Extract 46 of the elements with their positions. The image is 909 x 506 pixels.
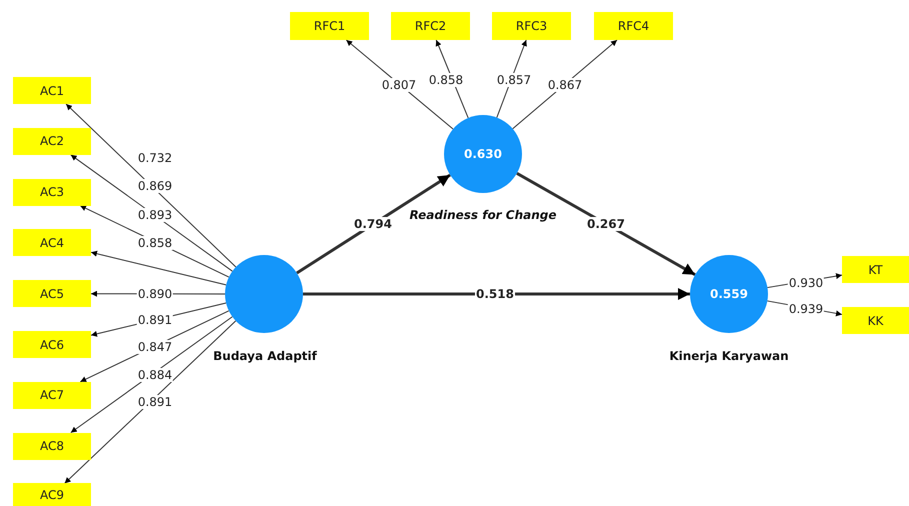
edge-label: 0.857 xyxy=(496,73,532,87)
indicator-box: KT xyxy=(842,256,909,283)
arrow xyxy=(70,154,233,272)
indicator-box: AC8 xyxy=(13,432,91,460)
edge-label: 0.732 xyxy=(136,151,174,165)
arrow xyxy=(66,104,236,268)
edge-label: 0.884 xyxy=(136,368,174,382)
edge-label: 0.890 xyxy=(136,287,174,301)
edge-label: 0.807 xyxy=(380,78,418,92)
r-squared-value: 0.559 xyxy=(710,287,748,301)
r-squared-value: 0.630 xyxy=(464,147,502,161)
indicator-box: AC3 xyxy=(13,178,91,206)
indicator-box: AC1 xyxy=(13,77,91,104)
construct-name: Kinerja Karyawan xyxy=(669,349,789,363)
indicator-box: RFC3 xyxy=(492,12,571,40)
arrow xyxy=(90,250,227,286)
indicator-box: AC4 xyxy=(13,229,91,256)
construct-name: Readiness for Change xyxy=(410,208,556,222)
arrow xyxy=(303,288,690,300)
indicator-box: KK xyxy=(842,307,909,334)
edge-label: 0.893 xyxy=(136,208,174,222)
indicator-box: RFC2 xyxy=(391,12,470,40)
edge-label: 0.891 xyxy=(136,313,174,327)
edge-label: 0.869 xyxy=(136,179,174,193)
edge-label: 0.891 xyxy=(136,395,174,409)
edge-label: 0.267 xyxy=(586,217,626,231)
edge-label: 0.939 xyxy=(788,302,824,316)
edge-label: 0.867 xyxy=(546,78,584,92)
indicator-box: RFC4 xyxy=(594,12,673,40)
edge-label: 0.518 xyxy=(475,287,515,301)
arrow xyxy=(70,316,233,434)
arrow xyxy=(64,320,236,484)
indicator-box: AC2 xyxy=(13,128,91,155)
arrow xyxy=(296,174,451,274)
indicator-box: AC6 xyxy=(13,331,91,358)
edge-label: 0.794 xyxy=(353,217,393,231)
construct-name: Budaya Adaptif xyxy=(213,349,317,363)
indicator-box: RFC1 xyxy=(290,12,369,40)
arrow xyxy=(516,172,696,276)
indicator-box: AC9 xyxy=(13,483,91,506)
indicator-box: AC7 xyxy=(13,382,91,409)
edge-label: 0.858 xyxy=(428,73,464,87)
edge-label: 0.847 xyxy=(136,340,174,354)
edge-label: 0.858 xyxy=(136,236,174,250)
indicator-box: AC5 xyxy=(13,280,91,308)
edge-label: 0.930 xyxy=(788,276,824,290)
